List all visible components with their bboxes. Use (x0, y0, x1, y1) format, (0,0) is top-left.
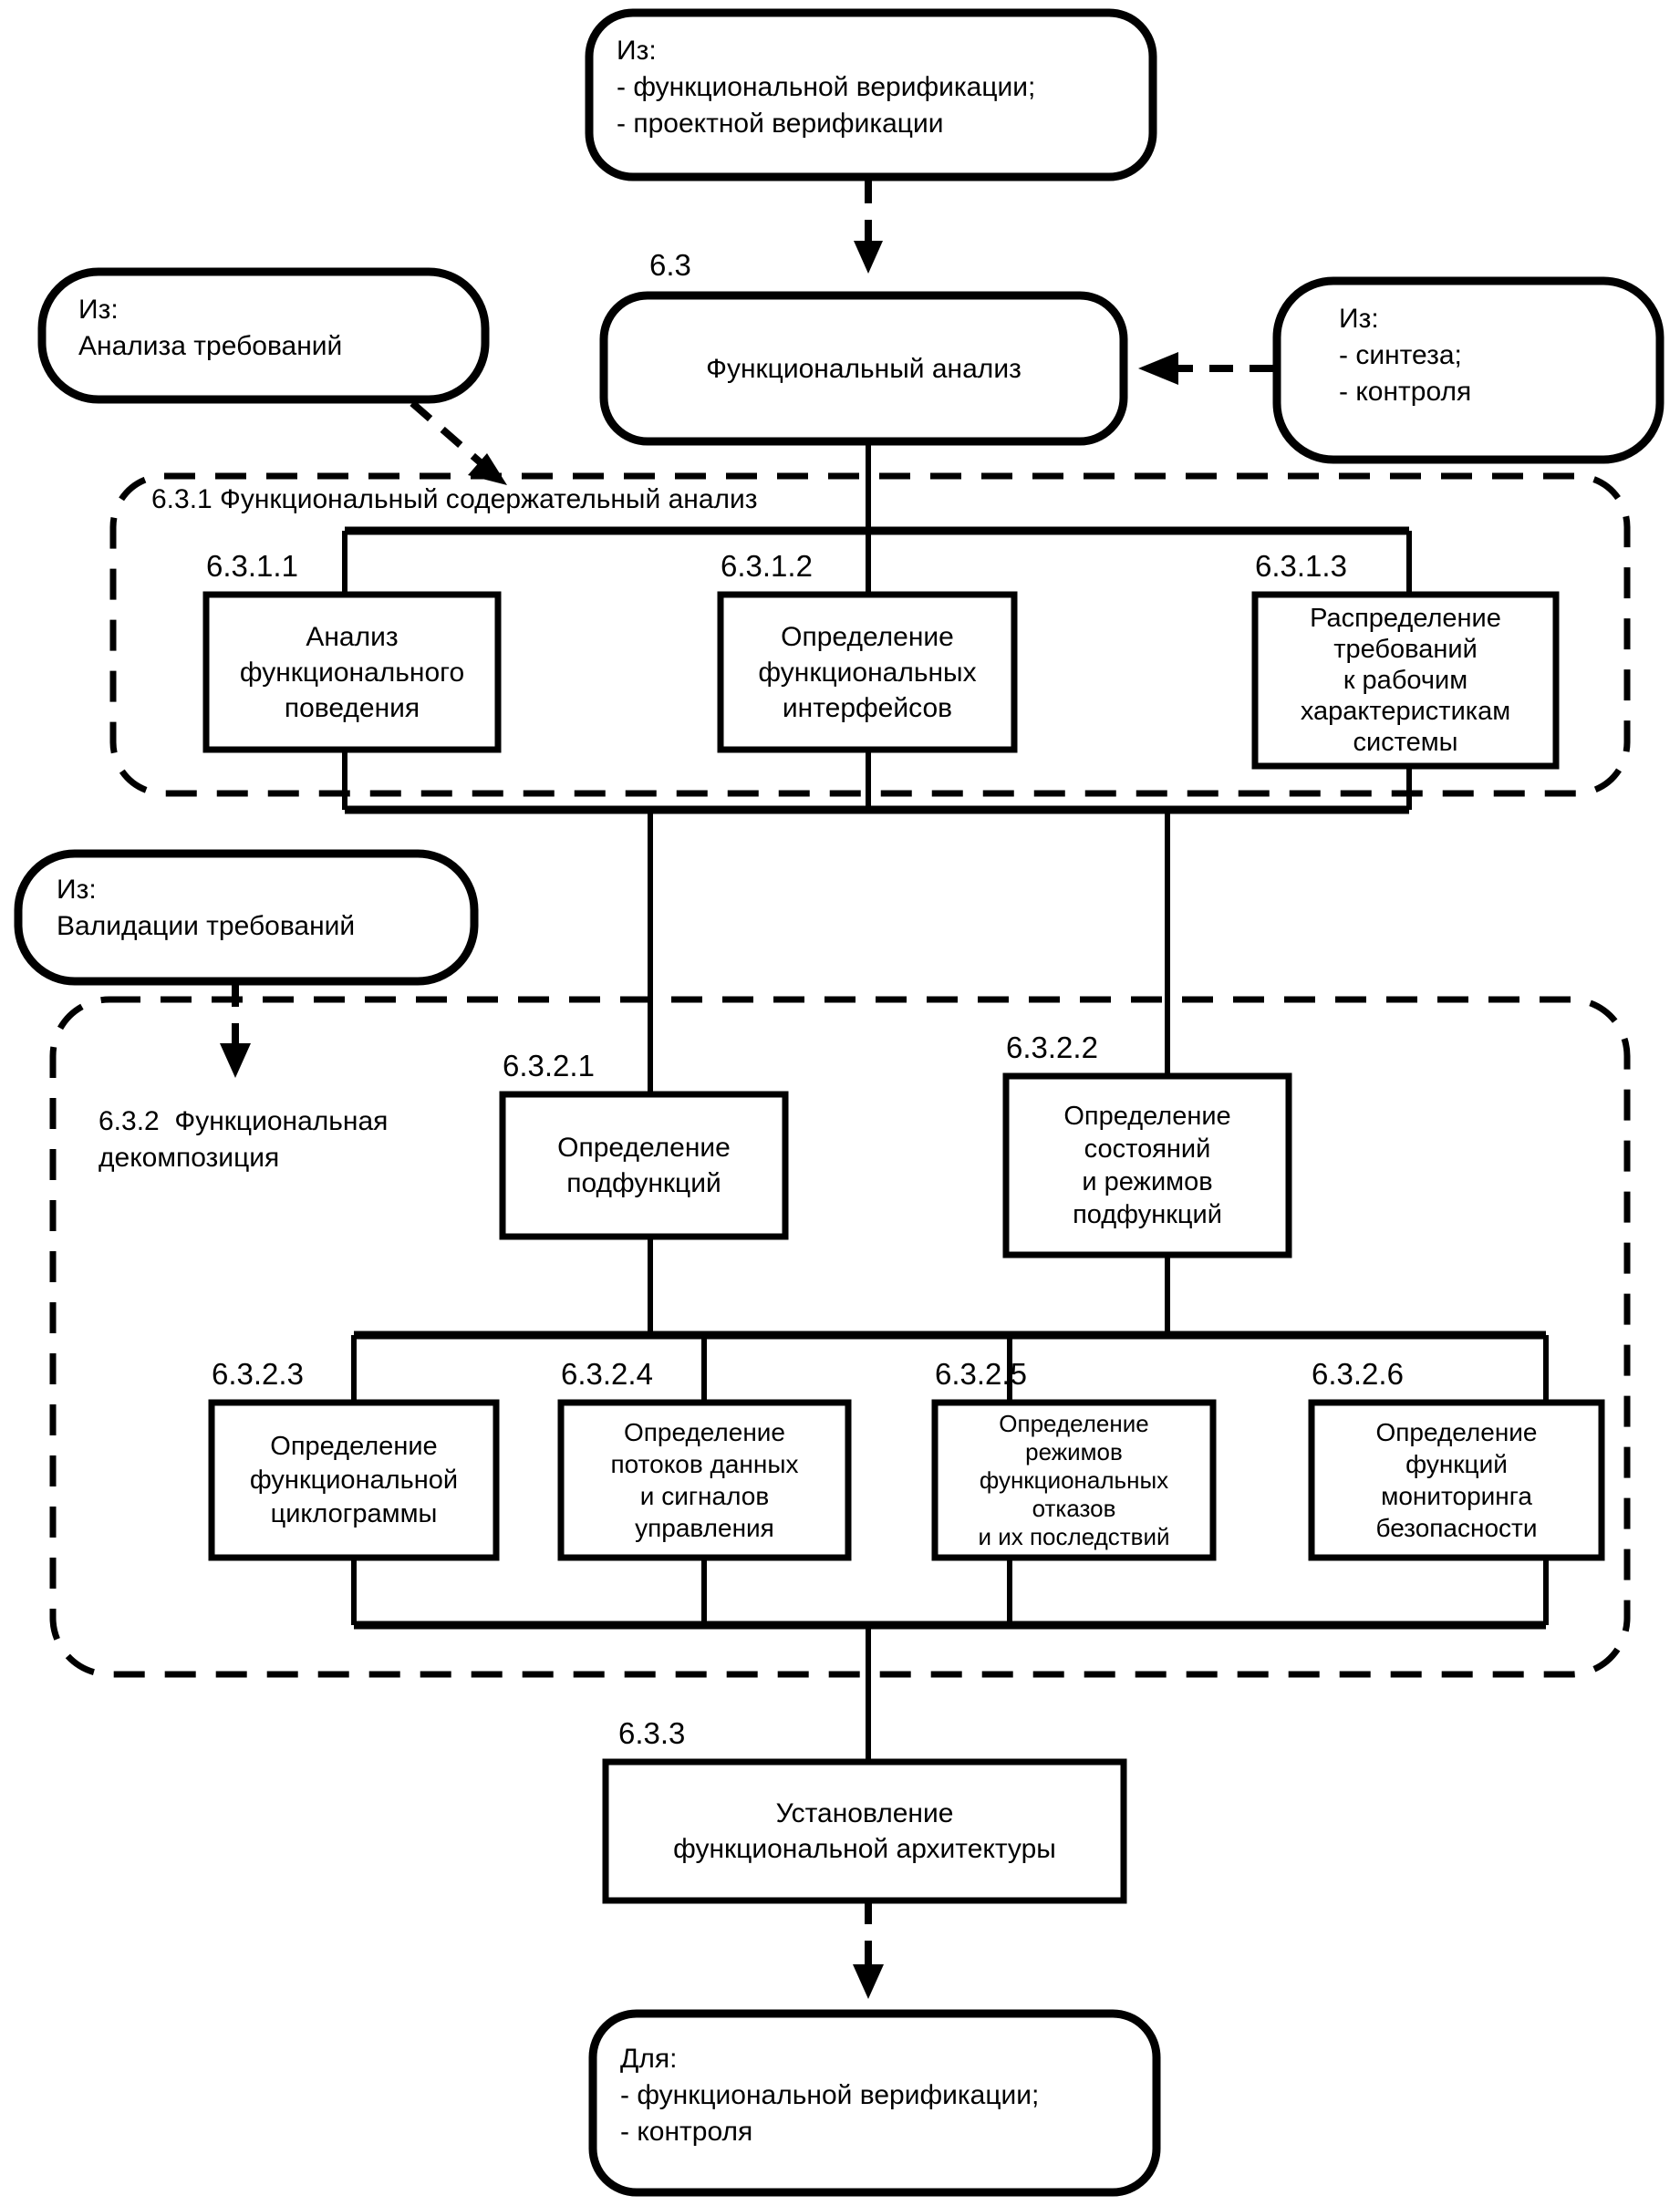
arrowhead-top-to-main (854, 241, 883, 274)
box-6321-shape (499, 1091, 789, 1240)
box-6324-shape (557, 1399, 852, 1561)
box-6313-shape (1251, 591, 1560, 770)
input-right-shape (1272, 276, 1664, 464)
box-6312-number: 6.3.1.2 (721, 549, 813, 583)
input-left-lower-label: Из:Валидации требований (57, 875, 356, 941)
box-6325-shape (931, 1399, 1217, 1561)
box-6312-shape (717, 591, 1018, 753)
input-top-shape (585, 8, 1157, 181)
box-6322-number: 6.3.2.2 (1006, 1031, 1098, 1064)
box-6324-number: 6.3.2.4 (561, 1357, 653, 1391)
box-6322-shape (1002, 1072, 1292, 1258)
arrowhead-right-to-main (1138, 352, 1178, 385)
arrowhead-633-to-output (853, 1964, 884, 1999)
group-631-label: 6.3.1 Функциональный содержательный анал… (151, 484, 758, 514)
arrowhead-left-lower (220, 1043, 251, 1078)
box-633-number: 6.3.3 (618, 1716, 686, 1750)
input-left-lower-shape (14, 849, 479, 986)
box-6311-shape (202, 591, 502, 753)
input-right-label: Из:- синтеза;- контроля (1339, 304, 1472, 407)
output-label: Для:- функциональной верификации;- контр… (620, 2044, 1040, 2147)
box-6325-number: 6.3.2.5 (935, 1357, 1027, 1391)
box-6326-number: 6.3.2.6 (1312, 1357, 1404, 1391)
main-process-label: Функциональный анализ (706, 353, 1021, 384)
box-6323-number: 6.3.2.3 (212, 1357, 304, 1391)
box-6321-number: 6.3.2.1 (503, 1049, 595, 1082)
main-process-shape (599, 291, 1128, 446)
box-6326-shape (1308, 1399, 1605, 1561)
output-shape (588, 2009, 1161, 2197)
group-632-border (49, 996, 1631, 1678)
group-631-border (109, 472, 1631, 797)
box-6323-shape (208, 1399, 500, 1561)
input-top-label: Из:- функциональной верификации;- проект… (617, 36, 1036, 139)
box-6311-number: 6.3.1.1 (206, 549, 298, 583)
input-left-upper-label: Из:Анализа требований (78, 295, 343, 361)
arrow-left-upper (410, 399, 486, 469)
input-left-upper-shape (37, 267, 490, 404)
box-6313-number: 6.3.1.3 (1255, 549, 1347, 583)
section-number-63: 6.3 (649, 248, 691, 282)
